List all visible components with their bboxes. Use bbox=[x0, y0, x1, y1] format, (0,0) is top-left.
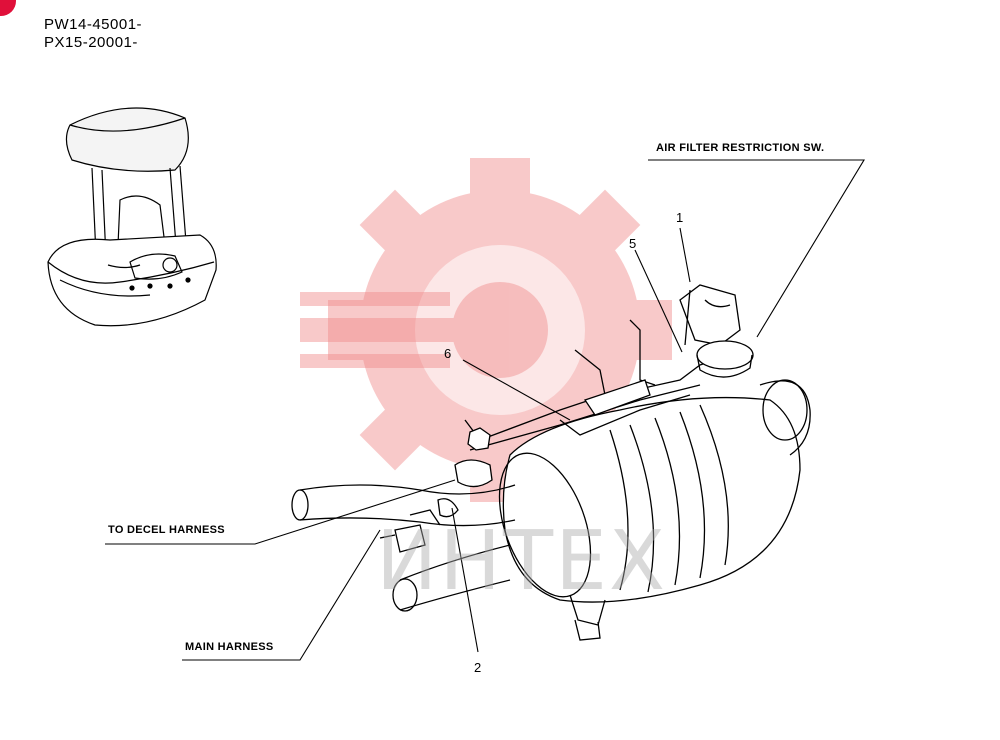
item-number-2: 2 bbox=[474, 660, 482, 675]
serial-number-2: PX15-20001- bbox=[44, 34, 138, 51]
serial-number-1: PW14-45001- bbox=[44, 16, 143, 33]
callout-main-harness: MAIN HARNESS bbox=[185, 641, 274, 653]
machine-overview-inset bbox=[47, 107, 217, 327]
air-filter-restriction-switch bbox=[679, 284, 754, 378]
item-number-6: 6 bbox=[444, 346, 452, 361]
leader-lines bbox=[105, 159, 865, 661]
leader-5 bbox=[634, 249, 683, 353]
leader-air-filter-sw bbox=[648, 159, 865, 338]
leader-to-decel bbox=[105, 479, 456, 545]
harness-connector bbox=[379, 509, 441, 553]
leader-2 bbox=[451, 507, 479, 653]
watermark-wrench bbox=[300, 282, 548, 378]
item-number-1: 1 bbox=[676, 210, 684, 225]
item-number-5: 5 bbox=[629, 236, 637, 251]
bracket-assembly bbox=[437, 319, 716, 518]
watermark-text: ИНТЕХ bbox=[376, 514, 668, 609]
leader-1 bbox=[679, 227, 691, 283]
callout-air-filter-restriction-sw: AIR FILTER RESTRICTION SW. bbox=[656, 142, 825, 154]
watermark-gear-inner bbox=[415, 245, 585, 415]
callout-to-decel-harness: TO DECEL HARNESS bbox=[108, 524, 225, 536]
leader-main-harness bbox=[182, 529, 381, 661]
leader-6 bbox=[462, 359, 571, 421]
air-filter-canister bbox=[498, 379, 811, 641]
